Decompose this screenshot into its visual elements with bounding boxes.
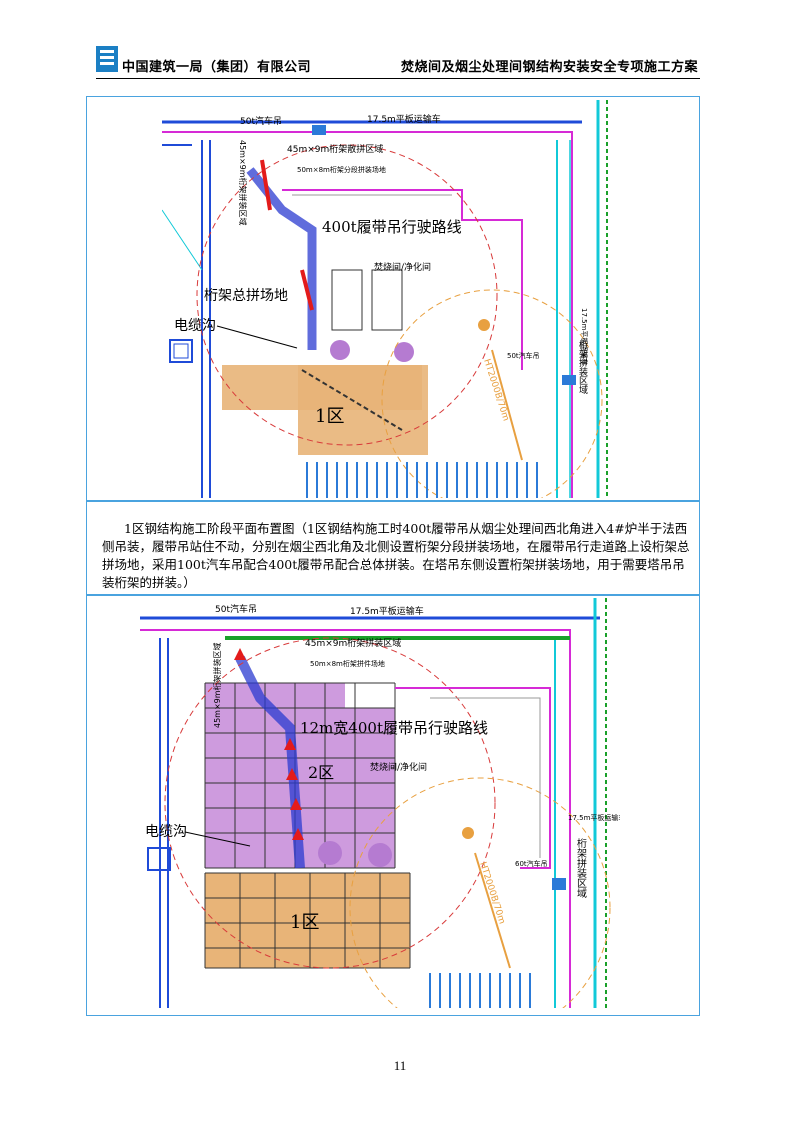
label-crane-route: 400t履带吊行驶路线 xyxy=(322,218,462,236)
label-east-assembly: 桁架拼装区域 xyxy=(577,339,588,394)
label-cable-trench: 电缆沟 xyxy=(145,824,187,840)
page-number: 11 xyxy=(393,1058,407,1073)
label-assembly-area: 45m×9m桁架拼装区域 xyxy=(305,637,401,649)
label-zone-1: 1区 xyxy=(315,406,344,427)
label-flatbed-truck-b: 17.5m平板运输车 xyxy=(580,308,589,365)
label-left-assembly: 45m×9m桁架拼装区域 xyxy=(238,140,248,226)
label-assembly-area: 45m×9m桁架散拼区域 xyxy=(287,143,383,155)
label-sub-assembly: 50m×8m桁架分段拼装场地 xyxy=(297,165,386,174)
frame-divider xyxy=(87,500,699,502)
page-header: 中国建筑一局（集团）有限公司 焚烧间及烟尘处理间钢结构安装安全专项施工方案 xyxy=(96,44,700,79)
label-car-crane-b: 60t汽车吊 xyxy=(515,859,548,868)
frame-divider xyxy=(87,594,699,596)
label-50t-crane: 50t汽车吊 xyxy=(215,603,257,615)
label-truss-site: 桁架总拼场地 xyxy=(204,288,288,304)
label-cable-trench: 电缆沟 xyxy=(174,318,216,334)
label-left-assembly: 45m×9m桁架拼装区域 xyxy=(212,642,222,728)
label-zone-2: 2区 xyxy=(308,763,334,782)
label-flatbed-truck: 17.5m平板运输车 xyxy=(367,113,441,125)
company-logo-icon xyxy=(96,46,118,72)
site-plan-figure-1: 50t汽车吊 17.5m平板运输车 45m×9m桁架散拼区域 50m×8m桁架分… xyxy=(162,100,618,498)
figure-caption: 1区钢结构施工阶段平面布置图（1区钢结构施工时400t履带吊从烟尘处理间西北角进… xyxy=(102,521,690,590)
label-flatbed-truck: 17.5m平板运输车 xyxy=(350,605,424,617)
label-zone-1: 1区 xyxy=(290,912,319,933)
label-incinerator: 焚烧间/净化间 xyxy=(370,761,427,773)
label-50t-crane: 50t汽车吊 xyxy=(240,115,282,127)
document-title: 焚烧间及烟尘处理间钢结构安装安全专项施工方案 xyxy=(400,60,698,75)
label-east-assembly: 桁架拼装区域 xyxy=(575,837,587,898)
label-incinerator: 焚烧间/净化间 xyxy=(374,261,431,273)
label-sub-assembly: 50m×8m桁架拼件场地 xyxy=(310,659,385,668)
company-name: 中国建筑一局（集团）有限公司 xyxy=(122,60,312,75)
site-plan-figure-2: 50t汽车吊 17.5m平板运输车 45m×9m桁架拼装区域 50m×8m桁架拼… xyxy=(140,598,620,1008)
label-car-crane-b: 50t汽车吊 xyxy=(507,351,540,360)
figure-frame xyxy=(86,96,700,1016)
label-crane-route: 12m宽400t履带吊行驶路线 xyxy=(300,719,488,737)
label-flatbed-truck-b: 17.5m平板运输车 xyxy=(568,813,620,822)
